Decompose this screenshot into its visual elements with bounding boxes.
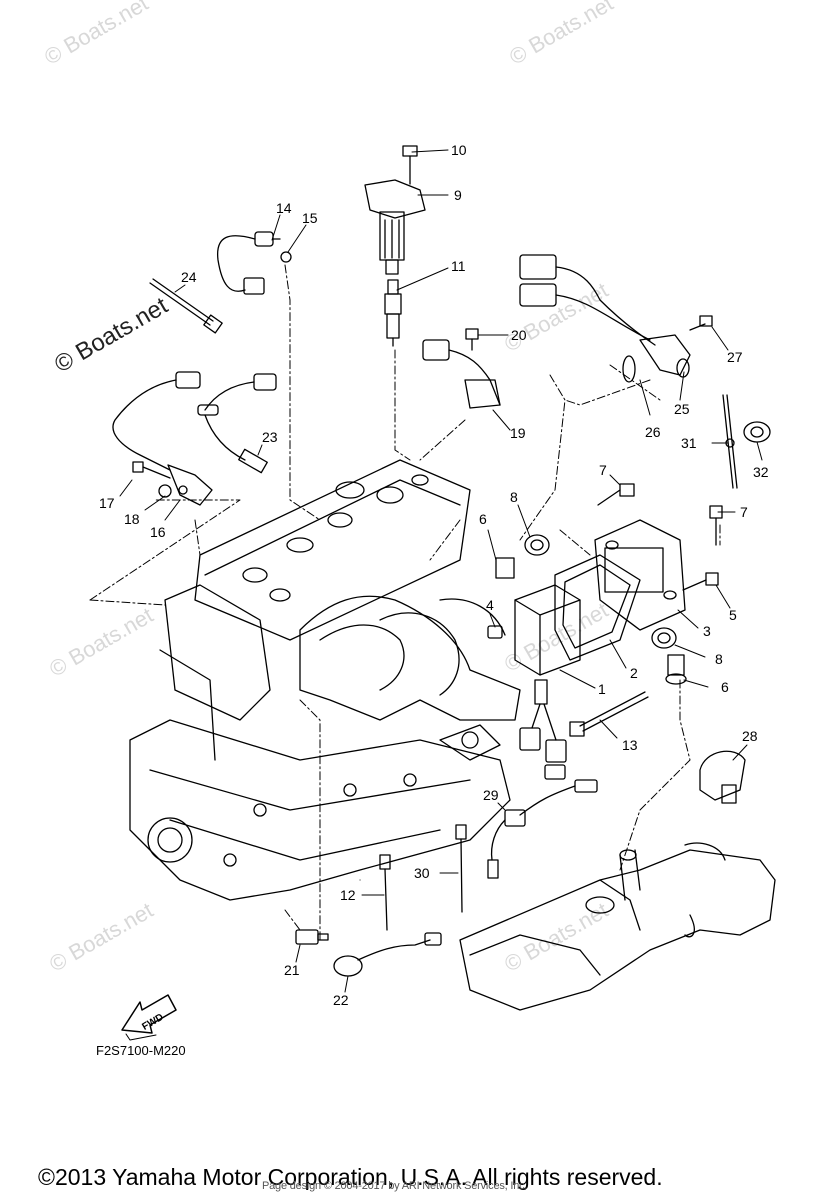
callout-24: 24 (181, 269, 197, 285)
bolt-17 (132, 461, 171, 479)
callout-7b: 7 (740, 504, 748, 520)
sensor-29 (487, 779, 598, 879)
callout-11: 11 (451, 258, 466, 274)
callout-18: 18 (124, 511, 140, 527)
callout-19: 19 (510, 425, 526, 441)
sensor-16 (112, 371, 213, 506)
bolt-4 (487, 625, 503, 639)
callout-4: 4 (486, 597, 494, 613)
grommet-8b (651, 627, 677, 649)
callout-7a: 7 (599, 462, 607, 478)
washer-15 (280, 251, 292, 263)
bolt-5 (682, 572, 719, 591)
copyright-notice: ©2013 Yamaha Motor Corporation, U.S.A. A… (38, 1164, 663, 1190)
collar-6a (495, 557, 515, 579)
grommet-8a (524, 534, 550, 556)
sensor-21 (295, 929, 329, 945)
bolt-20 (465, 328, 479, 351)
callout-20: 20 (511, 327, 527, 343)
callout-31: 31 (681, 435, 697, 451)
callout-8b: 8 (715, 651, 723, 667)
callout-30: 30 (414, 865, 430, 881)
callout-27: 27 (727, 349, 743, 365)
sensor-14 (217, 231, 281, 295)
collar-6b (665, 654, 687, 685)
callout-5: 5 (729, 607, 737, 623)
ignition-coil (364, 179, 426, 275)
cam-sensor (519, 254, 713, 383)
callout-6a: 6 (479, 511, 487, 527)
callout-9: 9 (454, 187, 462, 203)
sensor-23 (197, 373, 277, 474)
callout-12: 12 (340, 887, 356, 903)
callout-29: 29 (483, 787, 499, 803)
callout-28: 28 (742, 728, 758, 744)
bolt-7a (597, 483, 635, 506)
washer-18 (158, 484, 172, 498)
ecu-harness (519, 679, 567, 780)
fwd-arrow-icon (121, 994, 177, 1041)
sensor-13 (569, 691, 649, 737)
page-credit: Page design © 2004-2017 by ARI Network S… (262, 1180, 528, 1192)
callout-15: 15 (302, 210, 318, 226)
knock-sensor-22 (333, 932, 442, 977)
callout-8a: 8 (510, 489, 518, 505)
callout-21: 21 (284, 962, 300, 978)
bolt-10 (402, 145, 418, 185)
callout-13: 13 (622, 737, 638, 753)
spark-plug (384, 279, 402, 347)
engine-block (129, 459, 521, 901)
ecu-1 (514, 584, 581, 676)
callout-23: 23 (262, 429, 278, 445)
grommet-32 (743, 421, 771, 443)
callout-14: 14 (276, 200, 292, 216)
bolt-24 (149, 278, 223, 334)
callout-16: 16 (150, 524, 166, 540)
callout-3: 3 (703, 623, 711, 639)
callout-1: 1 (598, 681, 606, 697)
tie-30 (455, 824, 467, 913)
clip-31 (722, 394, 738, 489)
callout-25: 25 (674, 401, 690, 417)
callout-17: 17 (99, 495, 115, 511)
callout-6b: 6 (721, 679, 729, 695)
callout-26: 26 (645, 424, 661, 440)
callout-32: 32 (753, 464, 769, 480)
fwd-label: FWD (140, 1012, 165, 1033)
clip-28 (699, 750, 746, 804)
gasket-2 (554, 554, 641, 661)
diagram-code: F2S7100-M220 (96, 1043, 186, 1058)
callout-2: 2 (630, 665, 638, 681)
bracket-3 (594, 519, 686, 631)
tie-12 (379, 854, 391, 931)
exhaust-manifold (459, 842, 776, 1011)
sensor-19 (422, 339, 501, 409)
callout-10: 10 (451, 142, 467, 158)
callout-22: 22 (333, 992, 349, 1008)
